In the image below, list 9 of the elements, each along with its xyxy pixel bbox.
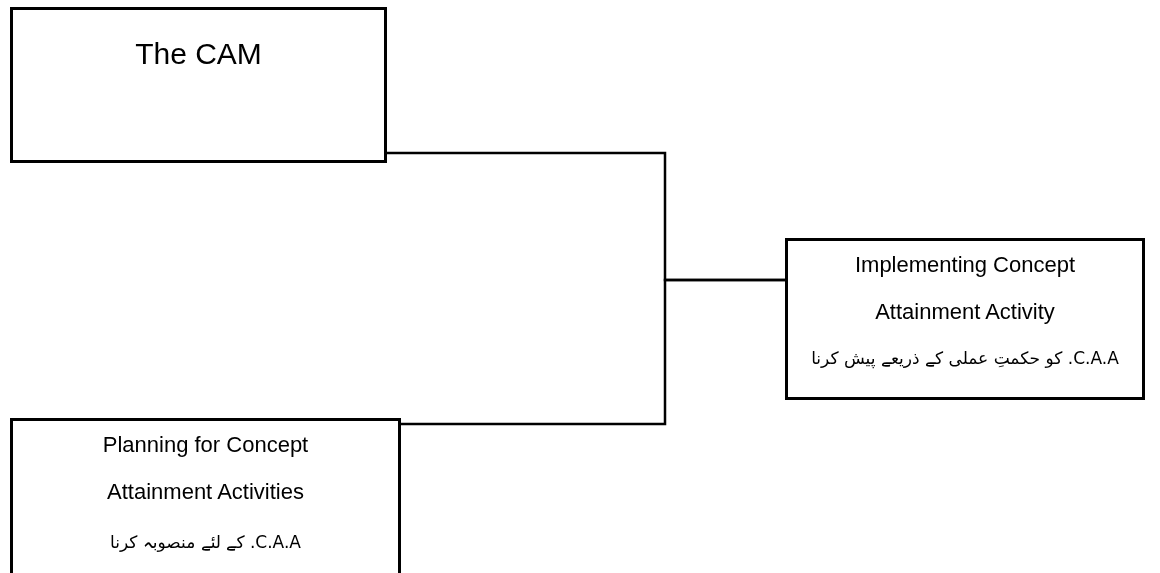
urdu-text: C.A.A. کو حکمتِ عملی کے ذریعے پیش کرنا [810, 347, 1120, 371]
process-box [10, 418, 401, 573]
process-box [785, 238, 1145, 400]
connector-line [401, 278, 785, 426]
urdu-text: C.A.A. کے لئے منصوبہ کرنا [109, 531, 302, 554]
box-title: The CAM [134, 36, 263, 72]
box-text: Implementing Concept Attainment Activity [853, 251, 1077, 326]
box-text: Planning for Concept Attainment Activities [101, 431, 310, 506]
title-box [10, 7, 387, 163]
